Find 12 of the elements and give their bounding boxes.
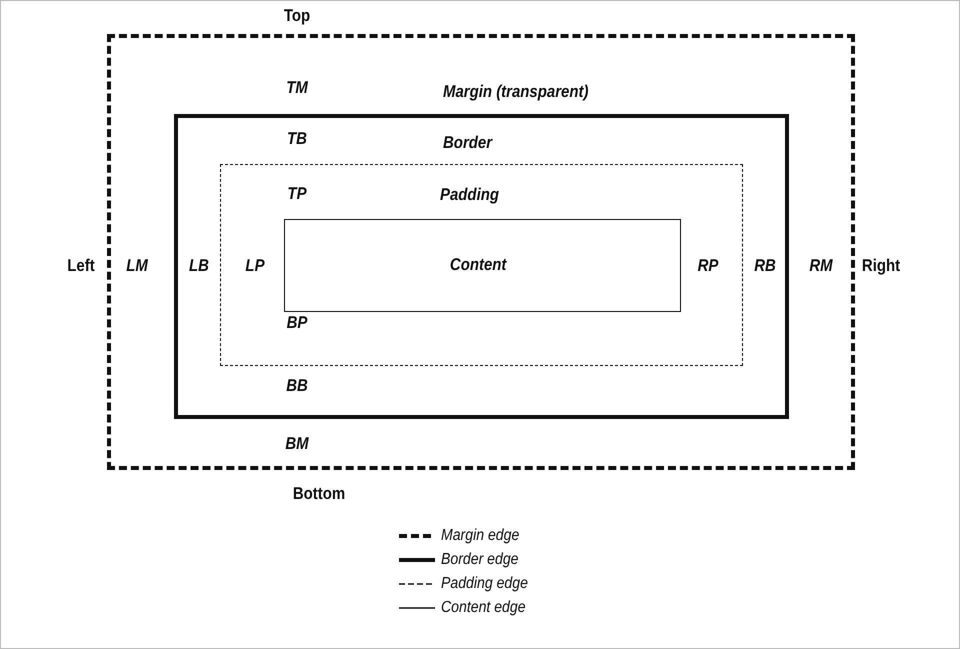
- box-title: Margin (transparent): [443, 82, 588, 102]
- box-title: Content: [450, 255, 506, 275]
- box-title: Padding: [440, 185, 500, 205]
- legend-label: Margin edge: [441, 527, 520, 545]
- box-title: Border: [443, 133, 492, 153]
- legend-label: Content edge: [441, 599, 526, 617]
- legend-label: Border edge: [441, 551, 518, 569]
- side-label: Right: [860, 256, 902, 276]
- side-label: Top: [282, 6, 312, 26]
- content-box: [284, 218, 680, 312]
- legend-label: Padding edge: [441, 575, 528, 593]
- border-edge-box: [174, 114, 789, 419]
